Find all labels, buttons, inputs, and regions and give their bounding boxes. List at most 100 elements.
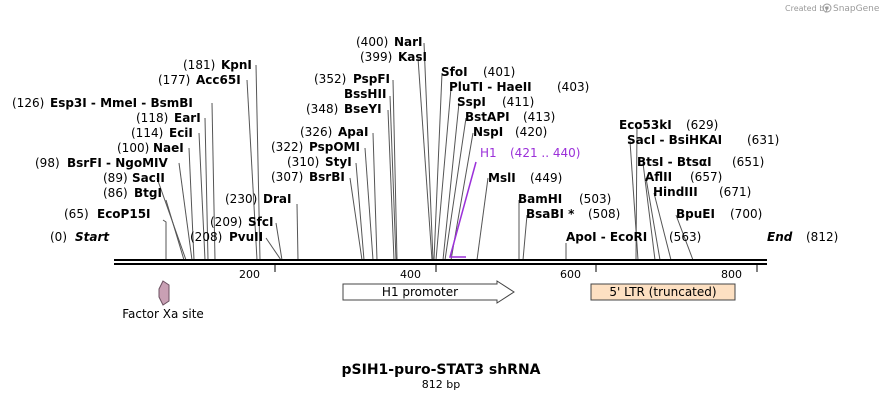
site-enzyme-name: MslI: [488, 171, 516, 185]
site-enzyme-name: BseYI: [344, 102, 382, 116]
site-position: (449): [530, 171, 562, 185]
site-position: (352): [314, 72, 346, 86]
site-bsrfi-ngomiv[interactable]: (98) BsrFI - NgoMIV: [35, 156, 168, 170]
site-msli[interactable]: MslI (449): [488, 171, 562, 185]
site-pspomi[interactable]: (322) PspOMI: [271, 140, 360, 154]
site-position: (98): [35, 156, 60, 170]
site-position: (181): [183, 58, 215, 72]
feature-factor-xa-site[interactable]: Factor Xa site: [122, 280, 204, 321]
feature-h1-promoter[interactable]: H1 promoter: [342, 280, 515, 304]
site-bseyi[interactable]: (348) BseYI: [306, 102, 382, 116]
site-enzyme-name: KasI: [398, 50, 427, 64]
site-esp3i-mmei-bsmbi[interactable]: (126) Esp3I - MmeI - BsmBI: [12, 96, 193, 110]
site-enzyme-name: SfoI: [441, 65, 468, 79]
site-position: (403): [557, 80, 589, 94]
site-enzyme-name: SacII: [132, 171, 165, 185]
site-enzyme-name: PvuII: [229, 230, 263, 244]
site-enzyme-name: Esp3I - MmeI - BsmBI: [50, 96, 193, 110]
tick-600: 600: [560, 268, 581, 281]
site-pspfi[interactable]: (352) PspFI: [314, 72, 390, 86]
site-bstapi[interactable]: BstAPI (413): [465, 110, 555, 124]
site-enzyme-name: EcoP15I: [97, 207, 151, 221]
site-saci-bsihkai[interactable]: SacI - BsiHKAI (631): [627, 133, 779, 147]
site-position: (310): [287, 155, 319, 169]
plasmid-length: 812 bp: [422, 378, 460, 391]
site-enzyme-name: Eco53kI: [619, 118, 672, 132]
site-position: (209): [210, 215, 242, 229]
site-hindiii[interactable]: HindIII (671): [653, 185, 751, 199]
site-enzyme-name: Acc65I: [196, 73, 241, 87]
primer-name: H1: [480, 146, 497, 160]
site-enzyme-name: BsrBI: [309, 170, 345, 184]
site-position: (508): [588, 207, 620, 221]
restriction-sites: (65) EcoP15I (86) BtgI (89) SacII (98) B…: [12, 35, 779, 244]
site-enzyme-name: SacI - BsiHKAI: [627, 133, 722, 147]
primer-range: (421 .. 440): [510, 146, 580, 160]
site-eari[interactable]: (118) EarI: [136, 111, 201, 125]
site-position: (413): [523, 110, 555, 124]
site-sfoi[interactable]: SfoI (401): [441, 65, 515, 79]
site-enzyme-name: BtsI - BtsαI: [637, 155, 712, 169]
site-bsabi[interactable]: BsaBI * (508): [526, 207, 620, 221]
primer-h1[interactable]: H1 (421 .. 440): [449, 146, 580, 258]
site-nspi[interactable]: NspI (420): [473, 125, 547, 139]
site-aflii[interactable]: AflII (657): [645, 170, 722, 184]
site-position: (420): [515, 125, 547, 139]
site-position: (700): [730, 207, 762, 221]
site-nari[interactable]: (400) NarI: [356, 35, 423, 49]
site-btgi[interactable]: (86) BtgI: [103, 186, 162, 200]
tick-400: 400: [400, 268, 421, 281]
site-enzyme-name: HindIII: [653, 185, 698, 199]
site-enzyme-name: SspI: [457, 95, 486, 109]
site-naei[interactable]: (100) NaeI: [117, 141, 184, 155]
site-apoi-ecori[interactable]: ApoI - EcoRI (563): [566, 230, 701, 244]
site-enzyme-name: BsaBI *: [526, 207, 575, 221]
site-position: (348): [306, 102, 338, 116]
site-enzyme-name: AflII: [645, 170, 672, 184]
snapgene-brand-text: SnapGene: [833, 4, 880, 14]
feature-5-ltr-truncated[interactable]: 5' LTR (truncated): [590, 283, 736, 301]
site-bpuei[interactable]: BpuEI (700): [676, 207, 762, 221]
site-acc65i[interactable]: (177) Acc65I: [158, 73, 241, 87]
site-enzyme-name: BssHII: [344, 87, 386, 101]
site-apai[interactable]: (326) ApaI: [300, 125, 368, 139]
site-position: (651): [732, 155, 764, 169]
feature-label: H1 promoter: [382, 285, 458, 299]
site-pvuii[interactable]: (208) PvuII: [190, 230, 263, 244]
site-sacii[interactable]: (89) SacII: [103, 171, 165, 185]
site-position: (629): [686, 118, 718, 132]
site-eco53ki[interactable]: Eco53kI (629): [619, 118, 718, 132]
site-ecop15i[interactable]: (65) EcoP15I: [64, 207, 151, 221]
site-enzyme-name: NspI: [473, 125, 503, 139]
site-kpni[interactable]: (181) KpnI: [183, 58, 252, 72]
site-position: (86): [103, 186, 128, 200]
end-label: End: [767, 230, 793, 244]
site-pluti-haeii[interactable]: PluTI - HaeII (403): [449, 80, 589, 94]
site-enzyme-name: EciI: [169, 126, 193, 140]
site-drai[interactable]: (230) DraI: [225, 192, 291, 206]
site-position: (208): [190, 230, 222, 244]
site-bamhi[interactable]: BamHI (503): [518, 192, 611, 206]
site-enzyme-name: BamHI: [518, 192, 562, 206]
site-position: (563): [669, 230, 701, 244]
site-position: (671): [719, 185, 751, 199]
site-enzyme-name: ApaI: [338, 125, 368, 139]
site-kasi[interactable]: (399) KasI: [360, 50, 427, 64]
site-bsshii[interactable]: BssHII: [344, 87, 386, 101]
backbone-bottom-strand: [114, 263, 767, 265]
site-ecii[interactable]: (114) EciI: [131, 126, 193, 140]
site-enzyme-name: PluTI - HaeII: [449, 80, 532, 94]
site-btsi-btsai[interactable]: BtsI - BtsαI (651): [637, 155, 764, 169]
site-enzyme-name: ApoI - EcoRI: [566, 230, 647, 244]
site-styi[interactable]: (310) StyI: [287, 155, 352, 169]
site-position: (399): [360, 50, 392, 64]
site-position: (118): [136, 111, 168, 125]
site-sspi[interactable]: SspI (411): [457, 95, 534, 109]
site-sfci[interactable]: (209) SfcI: [210, 215, 273, 229]
site-bsrbi[interactable]: (307) BsrBI: [271, 170, 345, 184]
end-position: (812): [806, 230, 838, 244]
site-enzyme-name: NaeI: [153, 141, 184, 155]
site-position: (631): [747, 133, 779, 147]
